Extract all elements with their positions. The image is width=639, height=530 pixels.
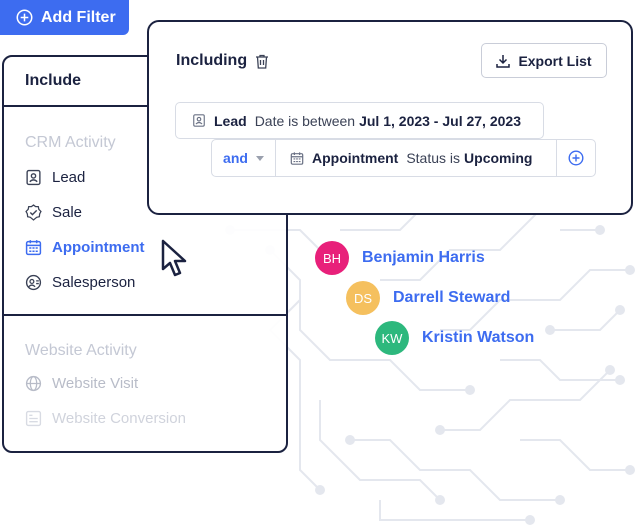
including-panel: Including Export List Lead Date is betwe… — [147, 20, 633, 215]
chevron-down-icon — [255, 155, 264, 161]
menu-item-label: Website Conversion — [52, 410, 186, 427]
menu-item-label: Appointment — [52, 239, 145, 256]
person-row[interactable]: DS Darrell Steward — [346, 281, 510, 315]
person-name: Darrell Steward — [393, 289, 511, 306]
person-row[interactable]: KW Kristin Watson — [375, 321, 534, 355]
check-badge-icon — [25, 204, 42, 221]
export-list-label: Export List — [518, 52, 592, 69]
person-name: Benjamin Harris — [362, 249, 485, 266]
user-circle-icon — [25, 274, 42, 291]
filter-condition: Status is — [406, 150, 461, 166]
menu-item-appointment[interactable]: Appointment — [4, 230, 286, 265]
globe-icon — [25, 375, 42, 392]
plus-circle-icon — [568, 150, 584, 166]
including-panel-header: Including — [176, 52, 269, 70]
section-divider — [4, 314, 286, 316]
connector-dropdown[interactable]: and — [211, 139, 276, 177]
filter-condition: Date is between — [254, 112, 356, 129]
menu-item-label: Website Visit — [52, 375, 139, 392]
menu-item-website-conversion[interactable]: Website Conversion — [4, 401, 286, 436]
menu-item-salesperson[interactable]: Salesperson — [4, 265, 286, 300]
trash-icon[interactable] — [255, 54, 269, 69]
section-title-website: Website Activity — [25, 342, 137, 359]
menu-item-sale[interactable]: Sale — [4, 195, 286, 230]
section-title-crm: CRM Activity — [25, 134, 116, 151]
avatar: BH — [315, 241, 349, 275]
add-condition-button[interactable] — [556, 139, 596, 177]
person-name: Kristin Watson — [422, 329, 535, 346]
person-row[interactable]: BH Benjamin Harris — [315, 241, 485, 275]
add-filter-button[interactable]: Add Filter — [0, 0, 129, 35]
filter-entity: Appointment — [312, 150, 399, 166]
id-badge-icon — [26, 169, 41, 186]
download-icon — [496, 54, 511, 68]
menu-item-label: Lead — [52, 169, 86, 186]
id-badge-icon — [193, 114, 205, 127]
add-filter-label: Add Filter — [41, 8, 116, 26]
avatar: DS — [346, 281, 380, 315]
menu-item-label: Salesperson — [52, 274, 136, 291]
mouse-cursor-icon — [161, 239, 187, 277]
calendar-icon — [25, 240, 42, 256]
menu-item-website-visit[interactable]: Website Visit — [4, 366, 286, 401]
menu-item-lead[interactable]: Lead — [4, 160, 286, 195]
filter-chip-appointment[interactable]: Appointment Status is Upcoming — [275, 139, 557, 177]
export-list-button[interactable]: Export List — [481, 43, 607, 78]
include-panel-title: Include — [4, 57, 286, 107]
menu-item-label: Sale — [52, 204, 83, 221]
connector-label: and — [223, 150, 248, 166]
calendar-icon — [290, 151, 304, 165]
avatar: KW — [375, 321, 409, 355]
filter-chip-lead[interactable]: Lead Date is between Jul 1, 2023 - Jul 2… — [175, 102, 544, 139]
including-title: Including — [176, 52, 248, 69]
form-icon — [25, 410, 42, 427]
filter-value: Jul 1, 2023 - Jul 27, 2023 — [359, 112, 521, 129]
plus-circle-icon — [16, 9, 33, 26]
filter-value: Upcoming — [464, 150, 533, 166]
filter-entity: Lead — [214, 112, 247, 129]
